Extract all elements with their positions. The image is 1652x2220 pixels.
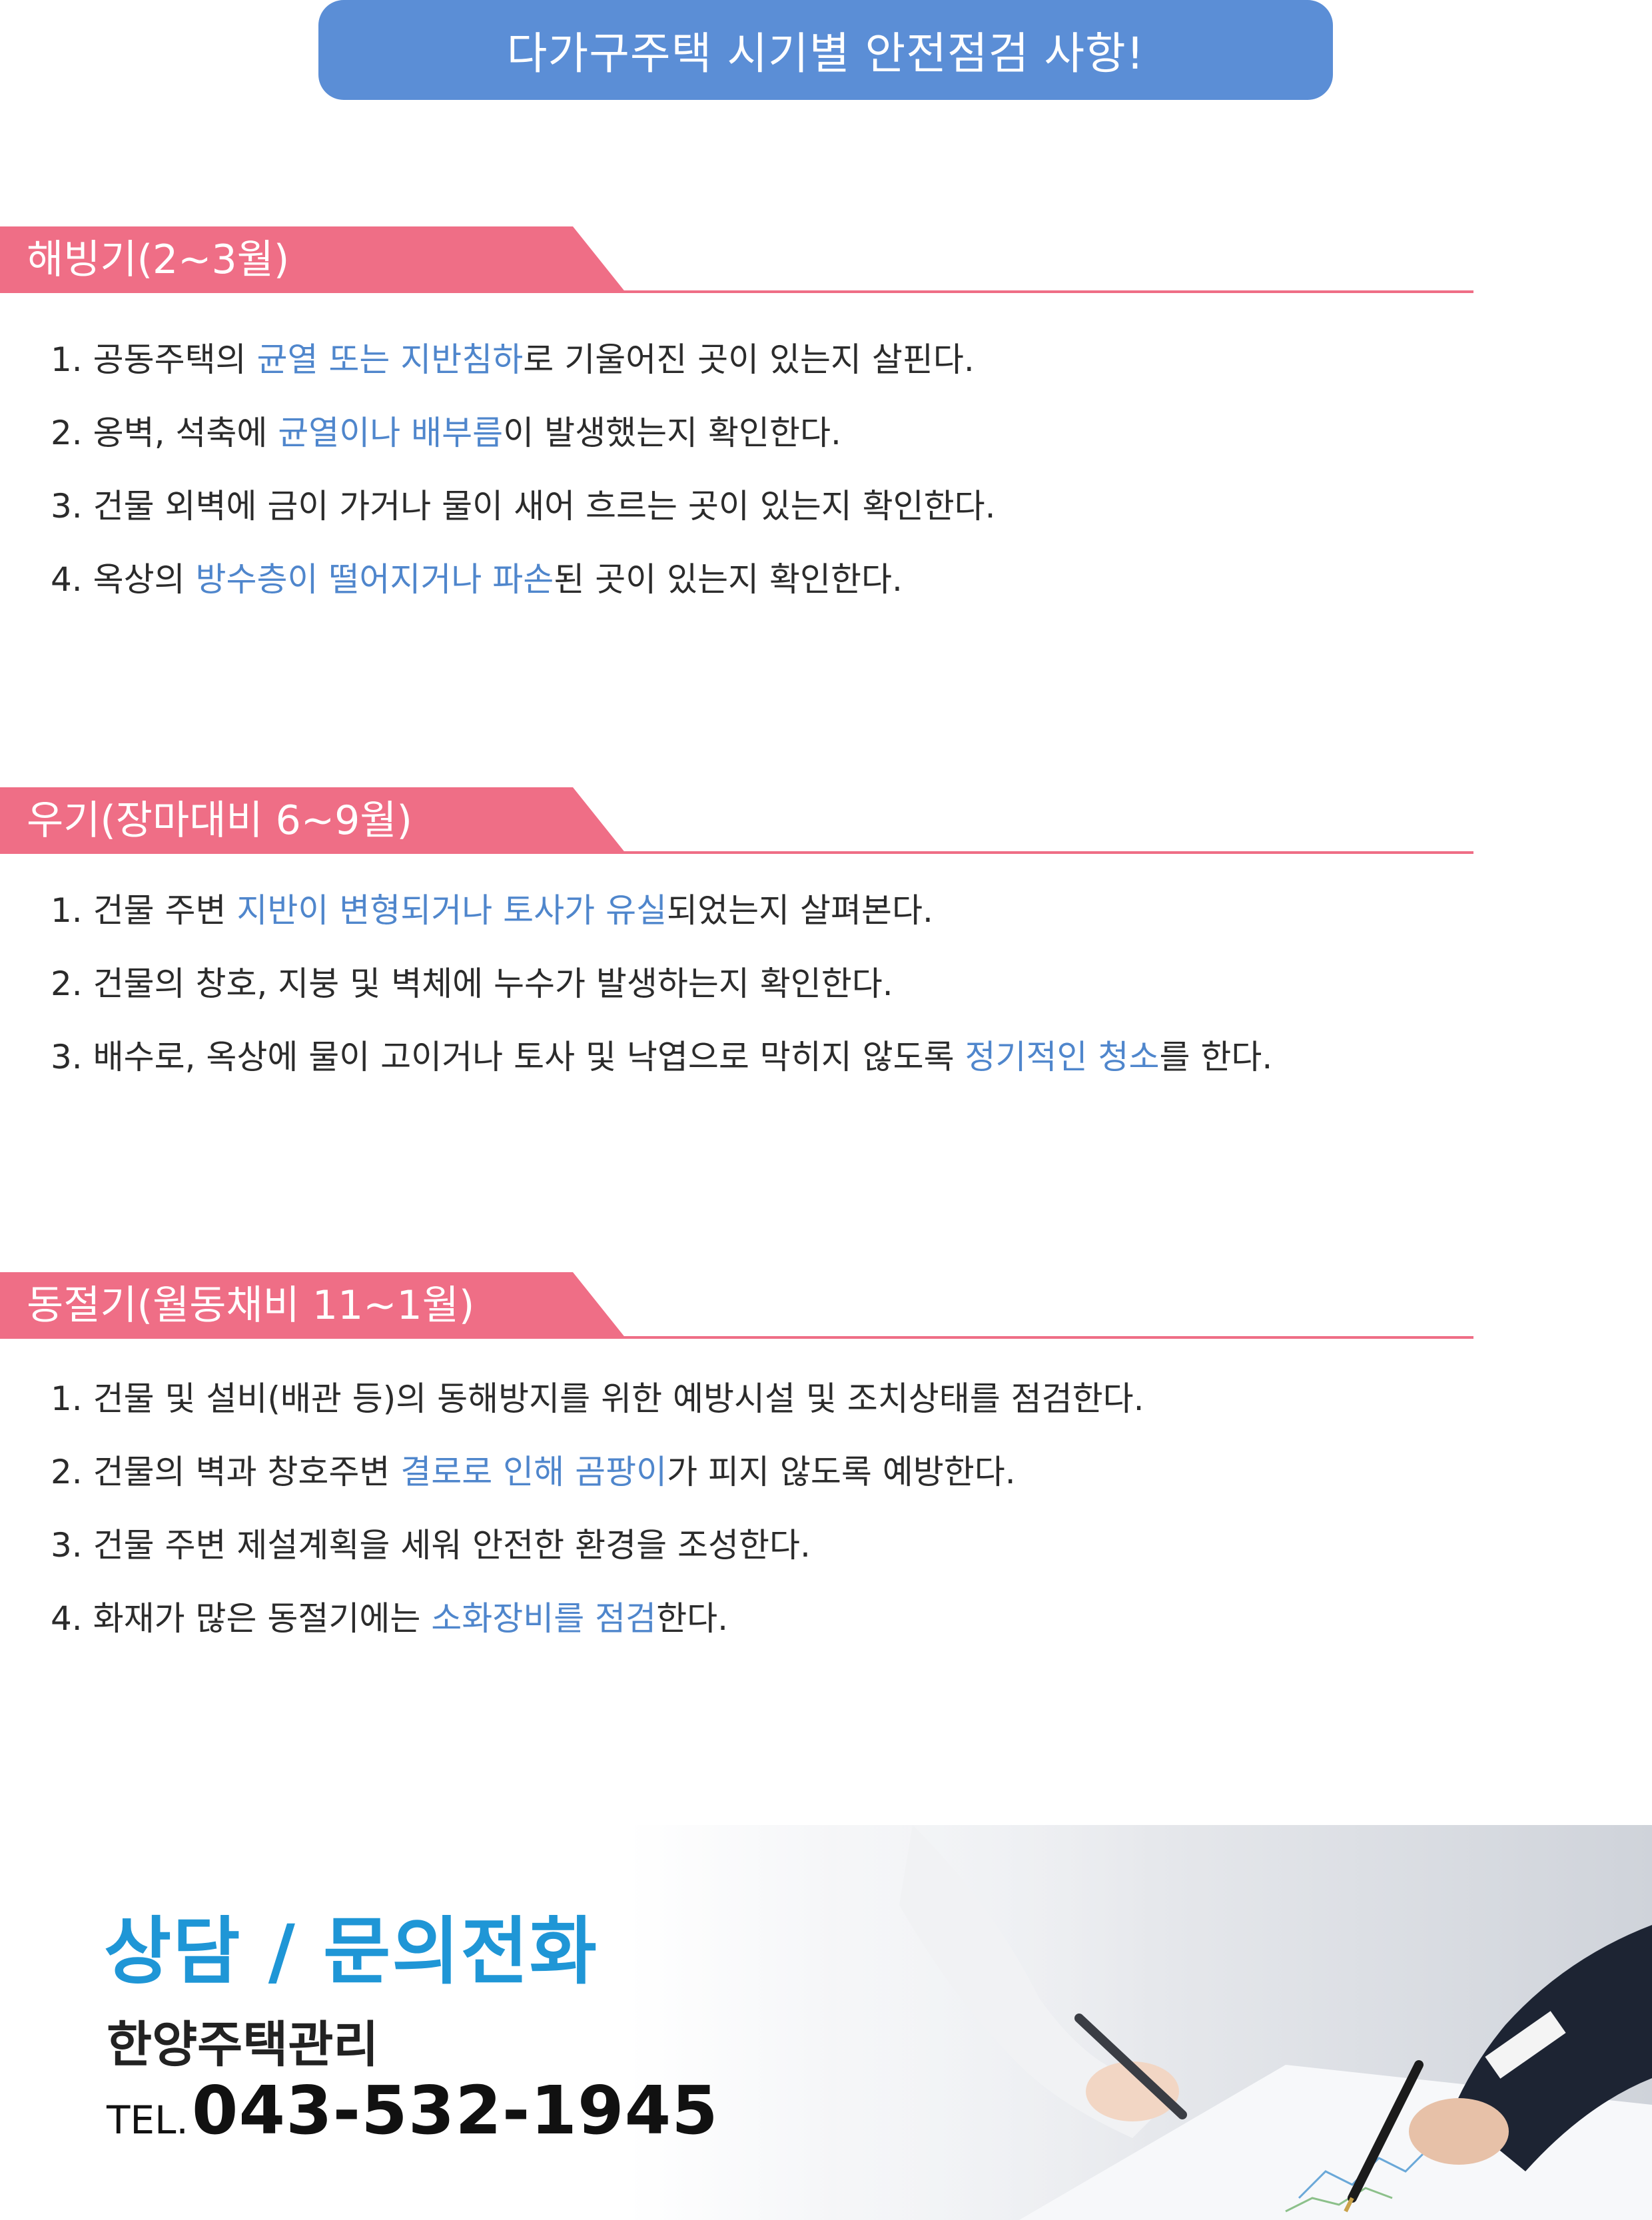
section-header: 우기(장마대비 6~9월) bbox=[0, 787, 1652, 854]
checklist-item: 2. 건물의 창호, 지붕 및 벽체에 누수가 발생하는지 확인한다. bbox=[51, 957, 893, 1005]
item-highlight: 균열이나 배부름 bbox=[278, 414, 504, 452]
section-rule bbox=[0, 851, 1473, 854]
section-rule bbox=[0, 290, 1473, 293]
item-text: 1. 공동주택의 bbox=[51, 340, 257, 379]
checklist-item: 3. 건물 외벽에 금이 가거나 물이 새어 흐르는 곳이 있는지 확인한다. bbox=[51, 480, 996, 528]
item-text: 2. 건물의 창호, 지붕 및 벽체에 누수가 발생하는지 확인한다. bbox=[51, 964, 893, 1003]
item-highlight: 정기적인 청소 bbox=[965, 1038, 1160, 1076]
page-title: 다가구주택 시기별 안전점검 사항! bbox=[506, 28, 1145, 79]
item-text: 2. 옹벽, 석축에 bbox=[51, 414, 278, 452]
checklist-item: 1. 공동주택의 균열 또는 지반침하로 기울어진 곳이 있는지 살핀다. bbox=[51, 333, 975, 381]
item-text: 1. 건물 주변 bbox=[51, 891, 237, 930]
item-text: 되었는지 살펴본다. bbox=[667, 891, 933, 930]
item-text: 된 곳이 있는지 확인한다. bbox=[554, 560, 903, 599]
item-highlight: 소화장비를 점검 bbox=[431, 1599, 657, 1638]
checklist-item: 2. 건물의 벽과 창호주변 결로로 인해 곰팡이가 피지 않도록 예방한다. bbox=[51, 1445, 1016, 1493]
phone-line: TEL. 043-532-1945 bbox=[107, 2071, 719, 2149]
section-header: 해빙기(2~3월) bbox=[0, 226, 1652, 293]
section-heading: 동절기(월동채비 11~1월) bbox=[27, 1282, 475, 1329]
item-highlight: 지반이 변형되거나 토사가 유실 bbox=[236, 891, 667, 930]
checklist-item: 2. 옹벽, 석축에 균열이나 배부름이 발생했는지 확인한다. bbox=[51, 406, 841, 454]
page-title-banner: 다가구주택 시기별 안전점검 사항! bbox=[318, 0, 1333, 100]
section-header: 동절기(월동채비 11~1월) bbox=[0, 1272, 1652, 1339]
section-heading: 우기(장마대비 6~9월) bbox=[27, 797, 412, 844]
checklist-item: 1. 건물 주변 지반이 변형되거나 토사가 유실되었는지 살펴본다. bbox=[51, 884, 933, 932]
section-tab: 우기(장마대비 6~9월) bbox=[0, 787, 626, 854]
section-tab: 해빙기(2~3월) bbox=[0, 226, 626, 293]
pen-icon bbox=[819, 1825, 1652, 2220]
item-text: 가 피지 않도록 예방한다. bbox=[667, 1453, 1016, 1491]
checklist-item: 4. 화재가 많은 동절기에는 소화장비를 점검한다. bbox=[51, 1592, 728, 1640]
item-text: 4. 옥상의 bbox=[51, 560, 196, 599]
section-winter: 동절기(월동채비 11~1월) 1. 건물 및 설비(배관 등)의 동해방지를 … bbox=[0, 1272, 1652, 1638]
company-name: 한양주택관리 bbox=[107, 2016, 379, 2073]
checklist-item: 1. 건물 및 설비(배관 등)의 동해방지를 위한 예방시설 및 조치상태를 … bbox=[51, 1372, 1144, 1420]
item-text: 2. 건물의 벽과 창호주변 bbox=[51, 1453, 401, 1491]
item-highlight: 균열 또는 지반침하 bbox=[256, 340, 524, 379]
item-text: 3. 건물 주변 제설계획을 세워 안전한 환경을 조성한다. bbox=[51, 1526, 811, 1565]
item-text: 3. 건물 외벽에 금이 가거나 물이 새어 흐르는 곳이 있는지 확인한다. bbox=[51, 487, 996, 526]
tel-label: TEL. bbox=[107, 2097, 189, 2143]
checklist-item: 4. 옥상의 방수층이 떨어지거나 파손된 곳이 있는지 확인한다. bbox=[51, 553, 903, 601]
item-highlight: 결로로 인해 곰팡이 bbox=[400, 1453, 667, 1491]
section-rainy-season: 우기(장마대비 6~9월) 1. 건물 주변 지반이 변형되거나 토사가 유실되… bbox=[0, 787, 1652, 1076]
section-thaw: 해빙기(2~3월) 1. 공동주택의 균열 또는 지반침하로 기울어진 곳이 있… bbox=[0, 226, 1652, 599]
contact-title: 상담 / 문의전화 bbox=[104, 1909, 598, 1994]
section-tab: 동절기(월동채비 11~1월) bbox=[0, 1272, 626, 1339]
section-rule bbox=[0, 1336, 1473, 1339]
item-text: 한다. bbox=[656, 1599, 729, 1638]
item-text: 를 한다. bbox=[1159, 1038, 1273, 1076]
contact-panel: 상담 / 문의전화 한양주택관리 TEL. 043-532-1945 bbox=[0, 1825, 1652, 2220]
item-text: 로 기울어진 곳이 있는지 살핀다. bbox=[523, 340, 975, 379]
checklist-item: 3. 건물 주변 제설계획을 세워 안전한 환경을 조성한다. bbox=[51, 1519, 811, 1567]
checklist-item: 3. 배수로, 옥상에 물이 고이거나 토사 및 낙엽으로 막히지 않도록 정기… bbox=[51, 1030, 1272, 1078]
item-text: 3. 배수로, 옥상에 물이 고이거나 토사 및 낙엽으로 막히지 않도록 bbox=[51, 1038, 965, 1076]
item-highlight: 방수층이 떨어지거나 파손 bbox=[195, 560, 554, 599]
section-heading: 해빙기(2~3월) bbox=[27, 236, 290, 283]
item-text: 4. 화재가 많은 동절기에는 bbox=[51, 1599, 432, 1638]
tel-number[interactable]: 043-532-1945 bbox=[191, 2071, 719, 2149]
item-text: 1. 건물 및 설비(배관 등)의 동해방지를 위한 예방시설 및 조치상태를 … bbox=[51, 1379, 1144, 1418]
item-text: 이 발생했는지 확인한다. bbox=[503, 414, 841, 452]
